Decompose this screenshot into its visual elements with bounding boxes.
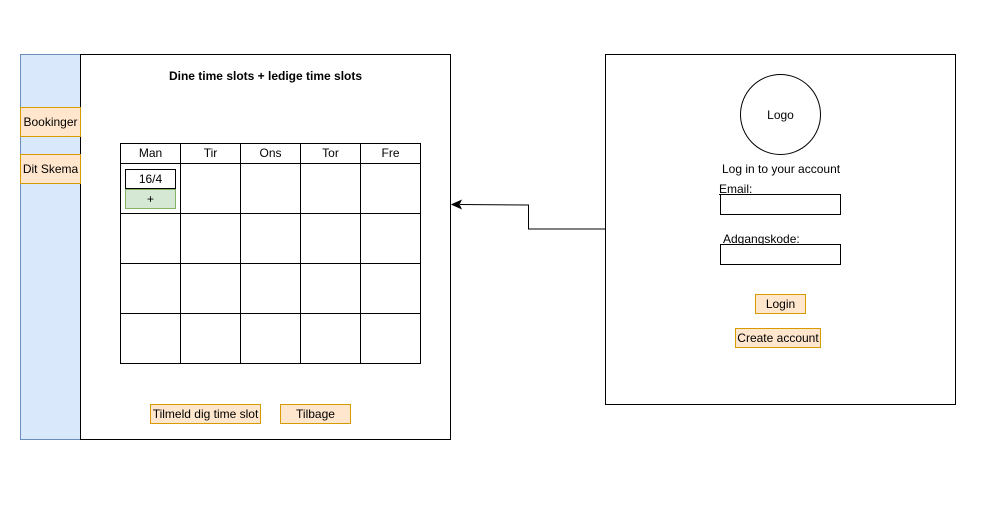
slot-date: 16/4: [125, 169, 176, 189]
login-heading: Log in to your account: [722, 162, 841, 176]
calendar-cell[interactable]: [240, 213, 301, 264]
day-header-fre: Fre: [360, 143, 421, 164]
calendar-cell[interactable]: [360, 313, 421, 364]
password-label: Adgangskode:: [723, 232, 800, 246]
login-button[interactable]: Login: [755, 294, 806, 314]
calendar-cell[interactable]: [240, 313, 301, 364]
add-slot-button[interactable]: +: [125, 189, 176, 209]
back-button[interactable]: Tilbage: [280, 404, 351, 424]
page-title: Dine time slots + ledige time slots: [168, 69, 363, 83]
calendar-cell[interactable]: [360, 163, 421, 214]
calendar-cell[interactable]: [180, 163, 241, 214]
day-header-tir: Tir: [180, 143, 241, 164]
sidebar-item-bookinger[interactable]: Bookinger: [20, 107, 81, 137]
create-account-button[interactable]: Create account: [735, 328, 821, 348]
calendar-cell[interactable]: [180, 213, 241, 264]
signup-timeslot-button[interactable]: Tilmeld dig time slot: [150, 404, 261, 424]
calendar-cell[interactable]: [180, 263, 241, 314]
logo: Logo: [740, 74, 821, 155]
email-label: Email:: [719, 182, 753, 196]
sidebar-item-dit-skema[interactable]: Dit Skema: [20, 154, 81, 184]
calendar-row: [120, 263, 421, 314]
calendar-cell[interactable]: [120, 213, 181, 264]
calendar-cell[interactable]: [300, 313, 361, 364]
calendar-header-row: Man Tir Ons Tor Fre: [120, 143, 421, 164]
email-input[interactable]: [720, 194, 841, 215]
calendar-cell[interactable]: [300, 163, 361, 214]
week-calendar: Man Tir Ons Tor Fre 16/4 +: [120, 143, 421, 364]
password-input[interactable]: [720, 244, 841, 265]
calendar-cell[interactable]: 16/4 +: [120, 163, 181, 214]
calendar-row: 16/4 +: [120, 163, 421, 214]
calendar-row: [120, 313, 421, 364]
logo-label: Logo: [767, 107, 794, 122]
calendar-row: [120, 213, 421, 264]
